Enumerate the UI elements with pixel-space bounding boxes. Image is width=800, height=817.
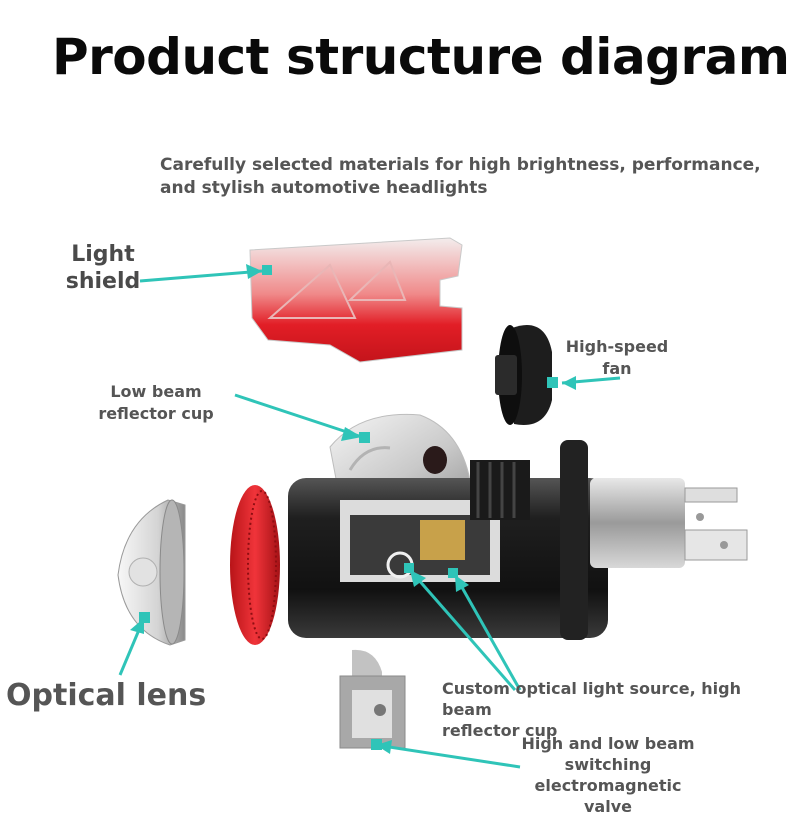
- label-high-speed-fan: High-speed fan: [558, 336, 676, 380]
- subtitle: Carefully selected materials for high br…: [160, 155, 761, 198]
- label-light-shield-line1: Light: [71, 242, 135, 267]
- label-valve-line2: switching: [564, 755, 652, 774]
- label-light-source-line2: reflector cup: [442, 721, 558, 740]
- label-custom-optical-light-source: Custom optical light source, high beam r…: [442, 678, 792, 741]
- switching-valve-part: [339, 649, 406, 749]
- arrowhead-high-speed-fan: [562, 376, 576, 390]
- marker-high-beam-cup: [448, 568, 458, 578]
- label-low-beam-line2: reflector cup: [98, 404, 214, 423]
- high-speed-fan-part: [495, 325, 552, 425]
- label-valve-line1: High and low beam: [521, 734, 695, 753]
- marker-high-speed-fan: [547, 377, 558, 388]
- arrowhead-switching-valve: [376, 740, 392, 754]
- pointer-light-shield: [139, 269, 263, 283]
- label-light-shield: Light shield: [58, 241, 148, 295]
- label-switching-electromagnetic-valve: High and low beam switching electromagne…: [508, 733, 708, 817]
- marker-switching-valve: [371, 739, 382, 750]
- pointer-low-beam-reflector: [234, 393, 363, 439]
- label-valve-line3: electromagnetic valve: [534, 776, 682, 816]
- label-high-speed-fan-line1: High-speed: [565, 337, 669, 356]
- arrowhead-optical-lens: [130, 618, 144, 634]
- marker-low-beam-reflector: [359, 432, 370, 443]
- arrowhead-low-beam-reflector: [341, 427, 362, 441]
- marker-light-shield: [262, 265, 272, 275]
- label-light-source-line1: Custom optical light source, high beam: [442, 679, 741, 719]
- label-light-shield-line2: shield: [65, 269, 141, 294]
- label-optical-lens: Optical lens: [6, 678, 207, 713]
- arrowhead-high-beam-cup: [455, 575, 469, 592]
- page-title: Product structure diagram: [52, 28, 790, 86]
- headlight-main-body: [288, 440, 748, 640]
- light-shield-part: [249, 237, 463, 363]
- label-low-beam-reflector-cup: Low beam reflector cup: [88, 381, 224, 425]
- optical-lens-part: [117, 499, 186, 646]
- red-heat-ring-part: [230, 485, 280, 645]
- marker-optical-lens: [139, 612, 150, 623]
- arrowhead-light-shield: [246, 264, 262, 279]
- label-low-beam-line1: Low beam: [110, 382, 202, 401]
- marker-light-source: [404, 563, 414, 573]
- arrowhead-light-source: [410, 570, 426, 587]
- exploded-headlight-diagram: [117, 237, 748, 769]
- pointer-light-source: [408, 569, 517, 691]
- pointer-markers: [139, 265, 558, 750]
- label-high-speed-fan-line2: fan: [602, 359, 632, 378]
- pointer-high-beam-cup: [453, 574, 522, 691]
- pointer-switching-valve: [375, 743, 521, 769]
- pointer-arrowheads: [130, 264, 576, 754]
